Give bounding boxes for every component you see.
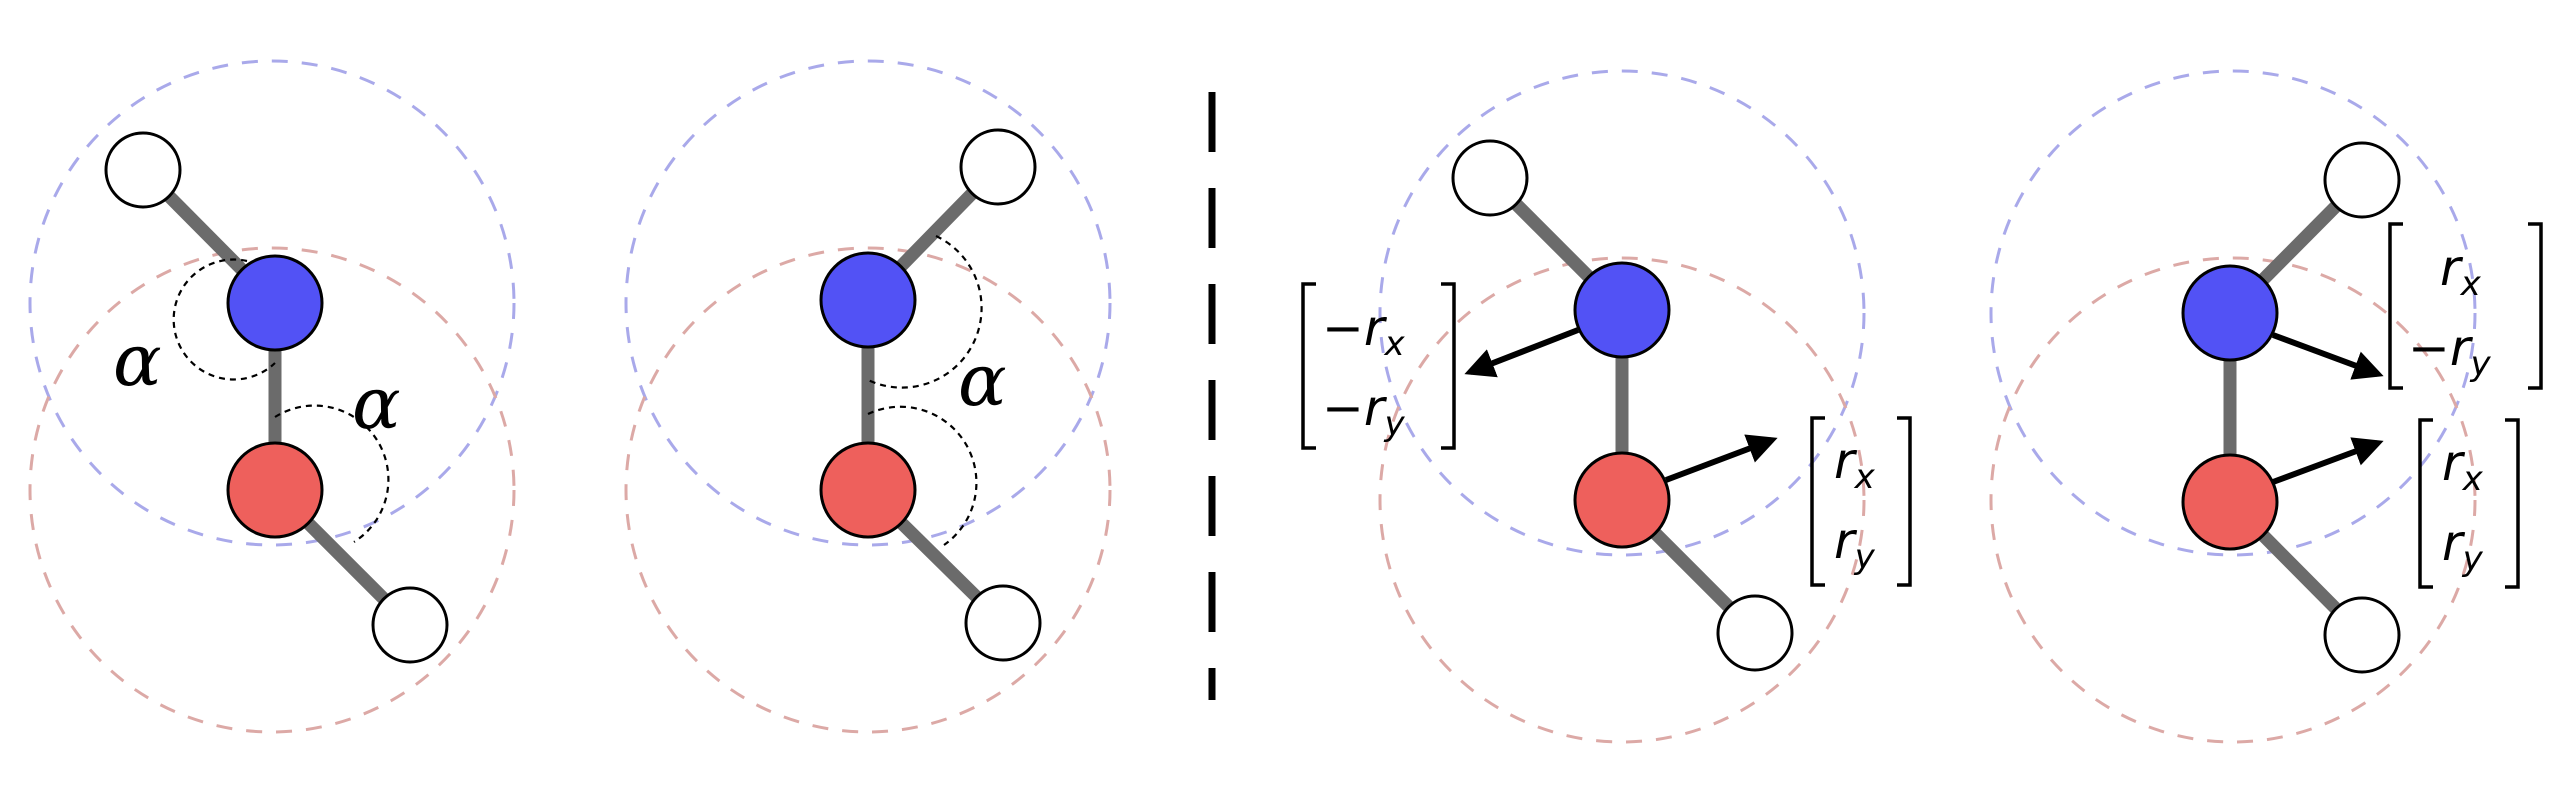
angle-label: α <box>352 361 401 445</box>
acceptor-atom <box>226 441 324 539</box>
vector-component-x: −rx <box>1322 299 1405 364</box>
donor-cutoff-circle <box>1378 69 1866 557</box>
panel-2-rotated-molecule: α <box>624 59 1112 734</box>
donor-cutoff-circle <box>624 59 1112 547</box>
donor-atom <box>819 251 917 349</box>
angle-arc-donor <box>172 258 276 381</box>
hydrogen-atom <box>1716 594 1794 672</box>
vector-rx-ry: rx ry <box>2418 418 2520 589</box>
acceptor-cutoff-circle <box>1378 256 1866 744</box>
vector-component-y: −ry <box>1322 379 1405 444</box>
vector-component-x: rx <box>2442 434 2484 499</box>
donor-atom <box>226 254 324 352</box>
panel-4-vector-molecule: rx −ry rx ry <box>1989 69 2543 744</box>
hydrogen-atom <box>959 128 1037 206</box>
hydrogen-atom <box>371 586 449 664</box>
acceptor-cutoff-circle <box>624 246 1112 734</box>
donor-atom <box>2181 264 2279 362</box>
left-bracket <box>1301 282 1316 450</box>
vector-rx-ry: rx ry <box>1810 416 1912 587</box>
hydrogen-atom <box>104 131 182 209</box>
panel-1-mirrored-molecule: α α <box>28 59 516 734</box>
hydrogen-atom <box>1451 139 1529 217</box>
vector-component-y: −ry <box>2408 319 2491 384</box>
angle-arc-acceptor <box>274 404 390 543</box>
angle-label: α <box>958 338 1007 422</box>
vector-component-y: ry <box>2442 514 2484 579</box>
left-bracket <box>2418 418 2433 589</box>
acceptor-atom <box>1573 451 1671 549</box>
right-bracket <box>1441 282 1456 450</box>
hydrogen-atom <box>2323 141 2401 219</box>
donor-cutoff-circle <box>1989 69 2477 557</box>
acceptor-cutoff-circle <box>28 246 516 734</box>
vector-component-x: rx <box>1834 432 1876 497</box>
angle-arc-donor <box>867 235 983 389</box>
vector-arrow-acceptor <box>2271 437 2384 485</box>
hydrogen-atom <box>964 584 1042 662</box>
right-bracket <box>1897 416 1912 587</box>
vector-arrow-donor <box>1464 327 1580 378</box>
vector-component-x: rx <box>2440 239 2482 304</box>
acceptor-cutoff-circle <box>1989 256 2477 744</box>
vector-rx-minus-ry: rx −ry <box>2388 222 2543 390</box>
vector-minus-rx-minus-ry: −rx −ry <box>1301 282 1456 450</box>
left-bracket <box>1810 416 1825 587</box>
panel-3-vector-molecule: −rx −ry rx ry <box>1301 69 1912 744</box>
left-bracket <box>2388 222 2403 390</box>
donor-atom <box>1573 261 1671 359</box>
acceptor-atom <box>2181 453 2279 551</box>
right-bracket <box>2528 222 2543 390</box>
hydrogen-atom <box>2323 596 2401 674</box>
vector-component-y: ry <box>1834 512 1876 577</box>
acceptor-atom <box>819 441 917 539</box>
angle-label: α <box>113 318 162 402</box>
vector-arrow-acceptor <box>1664 434 1778 483</box>
donor-cutoff-circle <box>28 59 516 547</box>
vector-arrow-donor <box>2271 332 2384 380</box>
right-bracket <box>2505 418 2520 589</box>
angle-arc-acceptor <box>867 405 978 546</box>
